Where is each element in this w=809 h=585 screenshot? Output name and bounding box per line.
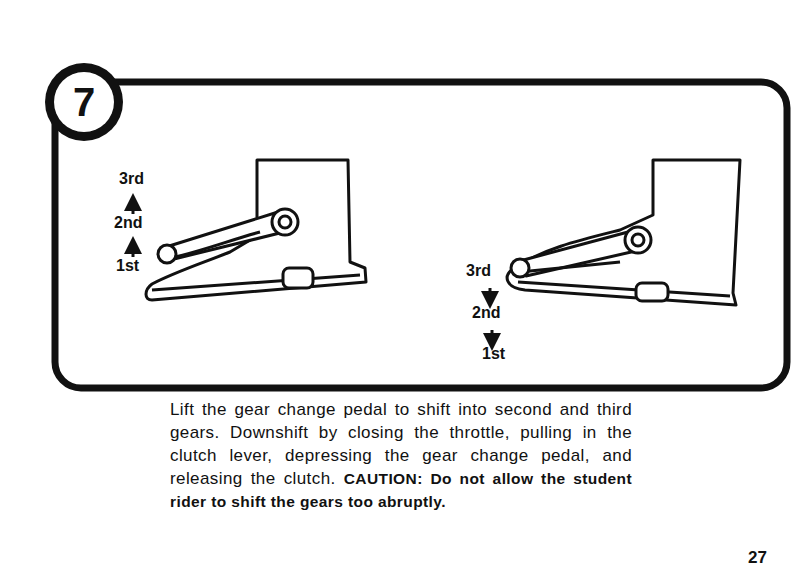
gear-label: 3rd [119,170,144,188]
body-text: Lift the gear change pedal to shift into… [170,398,632,513]
gear-label: 2nd [472,304,500,322]
gear-label: 1st [116,257,139,275]
boot-upshift [146,160,366,300]
gear-label: 3rd [466,262,491,280]
step-badge: 7 [44,62,124,142]
boot-downshift [507,160,740,305]
gear-label: 1st [482,345,505,363]
step-number: 7 [44,72,124,132]
gear-label: 2nd [114,214,142,232]
gear-arrows [133,202,492,342]
page-number: 27 [748,548,767,568]
panel-frame [55,82,787,388]
